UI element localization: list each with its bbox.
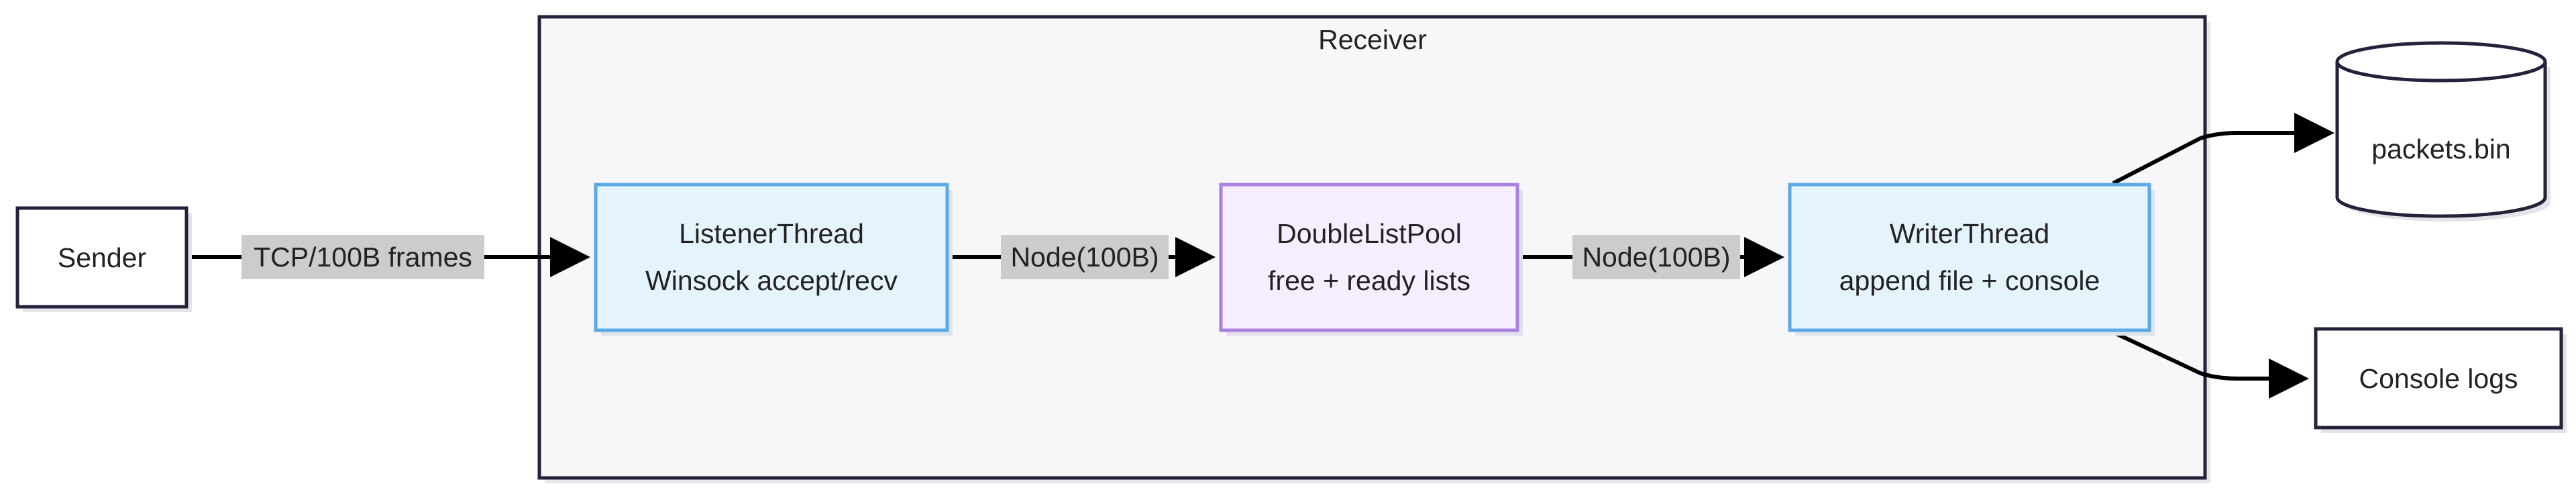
- edge-label-node-1-bg: [1001, 235, 1169, 279]
- edge-label-tcp-bg: [241, 235, 484, 279]
- edge-writer-to-packets: [2112, 113, 2334, 185]
- writer-thread-node: WriterThread append file + console: [1788, 183, 2155, 336]
- console-logs-node: Console logs: [2314, 327, 2567, 433]
- double-list-pool-box: [1219, 183, 1519, 332]
- edge-label-node-1-text: Node(100B): [1010, 242, 1159, 273]
- sender-node-box: [15, 206, 189, 309]
- double-list-pool-detail: free + ready lists: [1268, 265, 1470, 296]
- sender-node-label: Sender: [58, 242, 146, 273]
- listener-thread-node: ListenerThread Winsock accept/recv: [594, 183, 953, 336]
- listener-thread-detail: Winsock accept/recv: [645, 265, 898, 296]
- writer-thread-detail: append file + console: [1839, 265, 2100, 296]
- writer-thread-title: WriterThread: [1890, 218, 2049, 249]
- sender-node: Sender: [15, 206, 192, 312]
- edge-label-tcp-text: TCP/100B frames: [254, 242, 472, 273]
- console-logs-box: [2314, 327, 2563, 430]
- edge-label-tcp: TCP/100B frames: [241, 235, 484, 279]
- listener-thread-box: [594, 183, 949, 332]
- double-list-pool-node: DoubleListPool free + ready lists: [1219, 183, 1523, 336]
- listener-thread-title: ListenerThread: [679, 218, 864, 249]
- receiver-cluster-title: Receiver: [1318, 24, 1427, 55]
- writer-thread-box: [1788, 183, 2151, 332]
- console-logs-label: Console logs: [2359, 363, 2518, 394]
- edge-label-node-2-bg: [1572, 235, 1740, 279]
- edge-label-node-2: Node(100B): [1572, 235, 1740, 279]
- double-list-pool-title: DoubleListPool: [1277, 218, 1462, 249]
- packets-bin-top: [2335, 41, 2547, 83]
- packets-bin-label: packets.bin: [2371, 134, 2510, 164]
- packets-bin-cylinder: packets.bin: [2335, 41, 2551, 222]
- packets-bin-body: [2335, 62, 2547, 218]
- edge-label-node-2-text: Node(100B): [1582, 242, 1730, 273]
- edge-writer-to-console: [2112, 330, 2309, 399]
- edge-label-node-1: Node(100B): [1001, 235, 1169, 279]
